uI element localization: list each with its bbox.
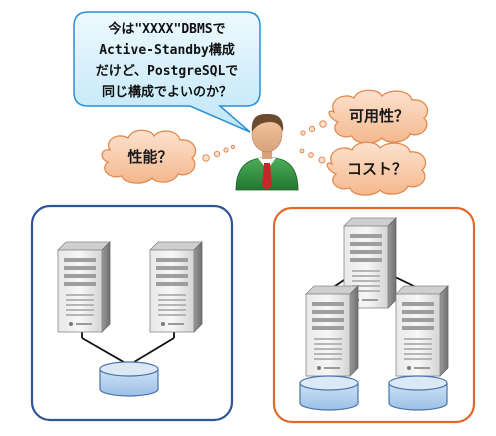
person-icon <box>235 113 299 191</box>
database-icon <box>299 375 359 411</box>
server-icon <box>395 285 449 377</box>
connector-line <box>128 337 175 366</box>
replication-group <box>272 206 476 424</box>
cloud-performance-label: 性能？ <box>127 148 172 166</box>
thought-cloud-cost: コスト？ <box>299 141 427 196</box>
database-icon <box>388 375 448 411</box>
cloud-cost-label: コスト？ <box>347 160 407 178</box>
server-icon <box>305 285 359 377</box>
server-icon <box>149 241 203 333</box>
database-icon <box>99 361 159 397</box>
active-standby-group <box>30 204 234 422</box>
server-icon <box>57 241 111 333</box>
bubble-line-3: だけど、PostgreSQLで <box>96 64 239 79</box>
connector-line <box>81 337 130 366</box>
bubble-line-4: 同じ構成でよいのか？ <box>102 84 232 100</box>
bubble-line-2: Active-Standby構成 <box>99 42 235 58</box>
thought-cloud-availability: 可用性？ <box>300 89 429 144</box>
thought-cloud-performance: 性能？ <box>101 129 236 184</box>
cloud-availability-label: 可用性？ <box>349 107 409 125</box>
speech-bubble: 今は"XXXX"DBMSで Active-Standby構成 だけど、Postg… <box>73 11 261 133</box>
bubble-line-1: 今は"XXXX"DBMSで <box>107 21 225 37</box>
